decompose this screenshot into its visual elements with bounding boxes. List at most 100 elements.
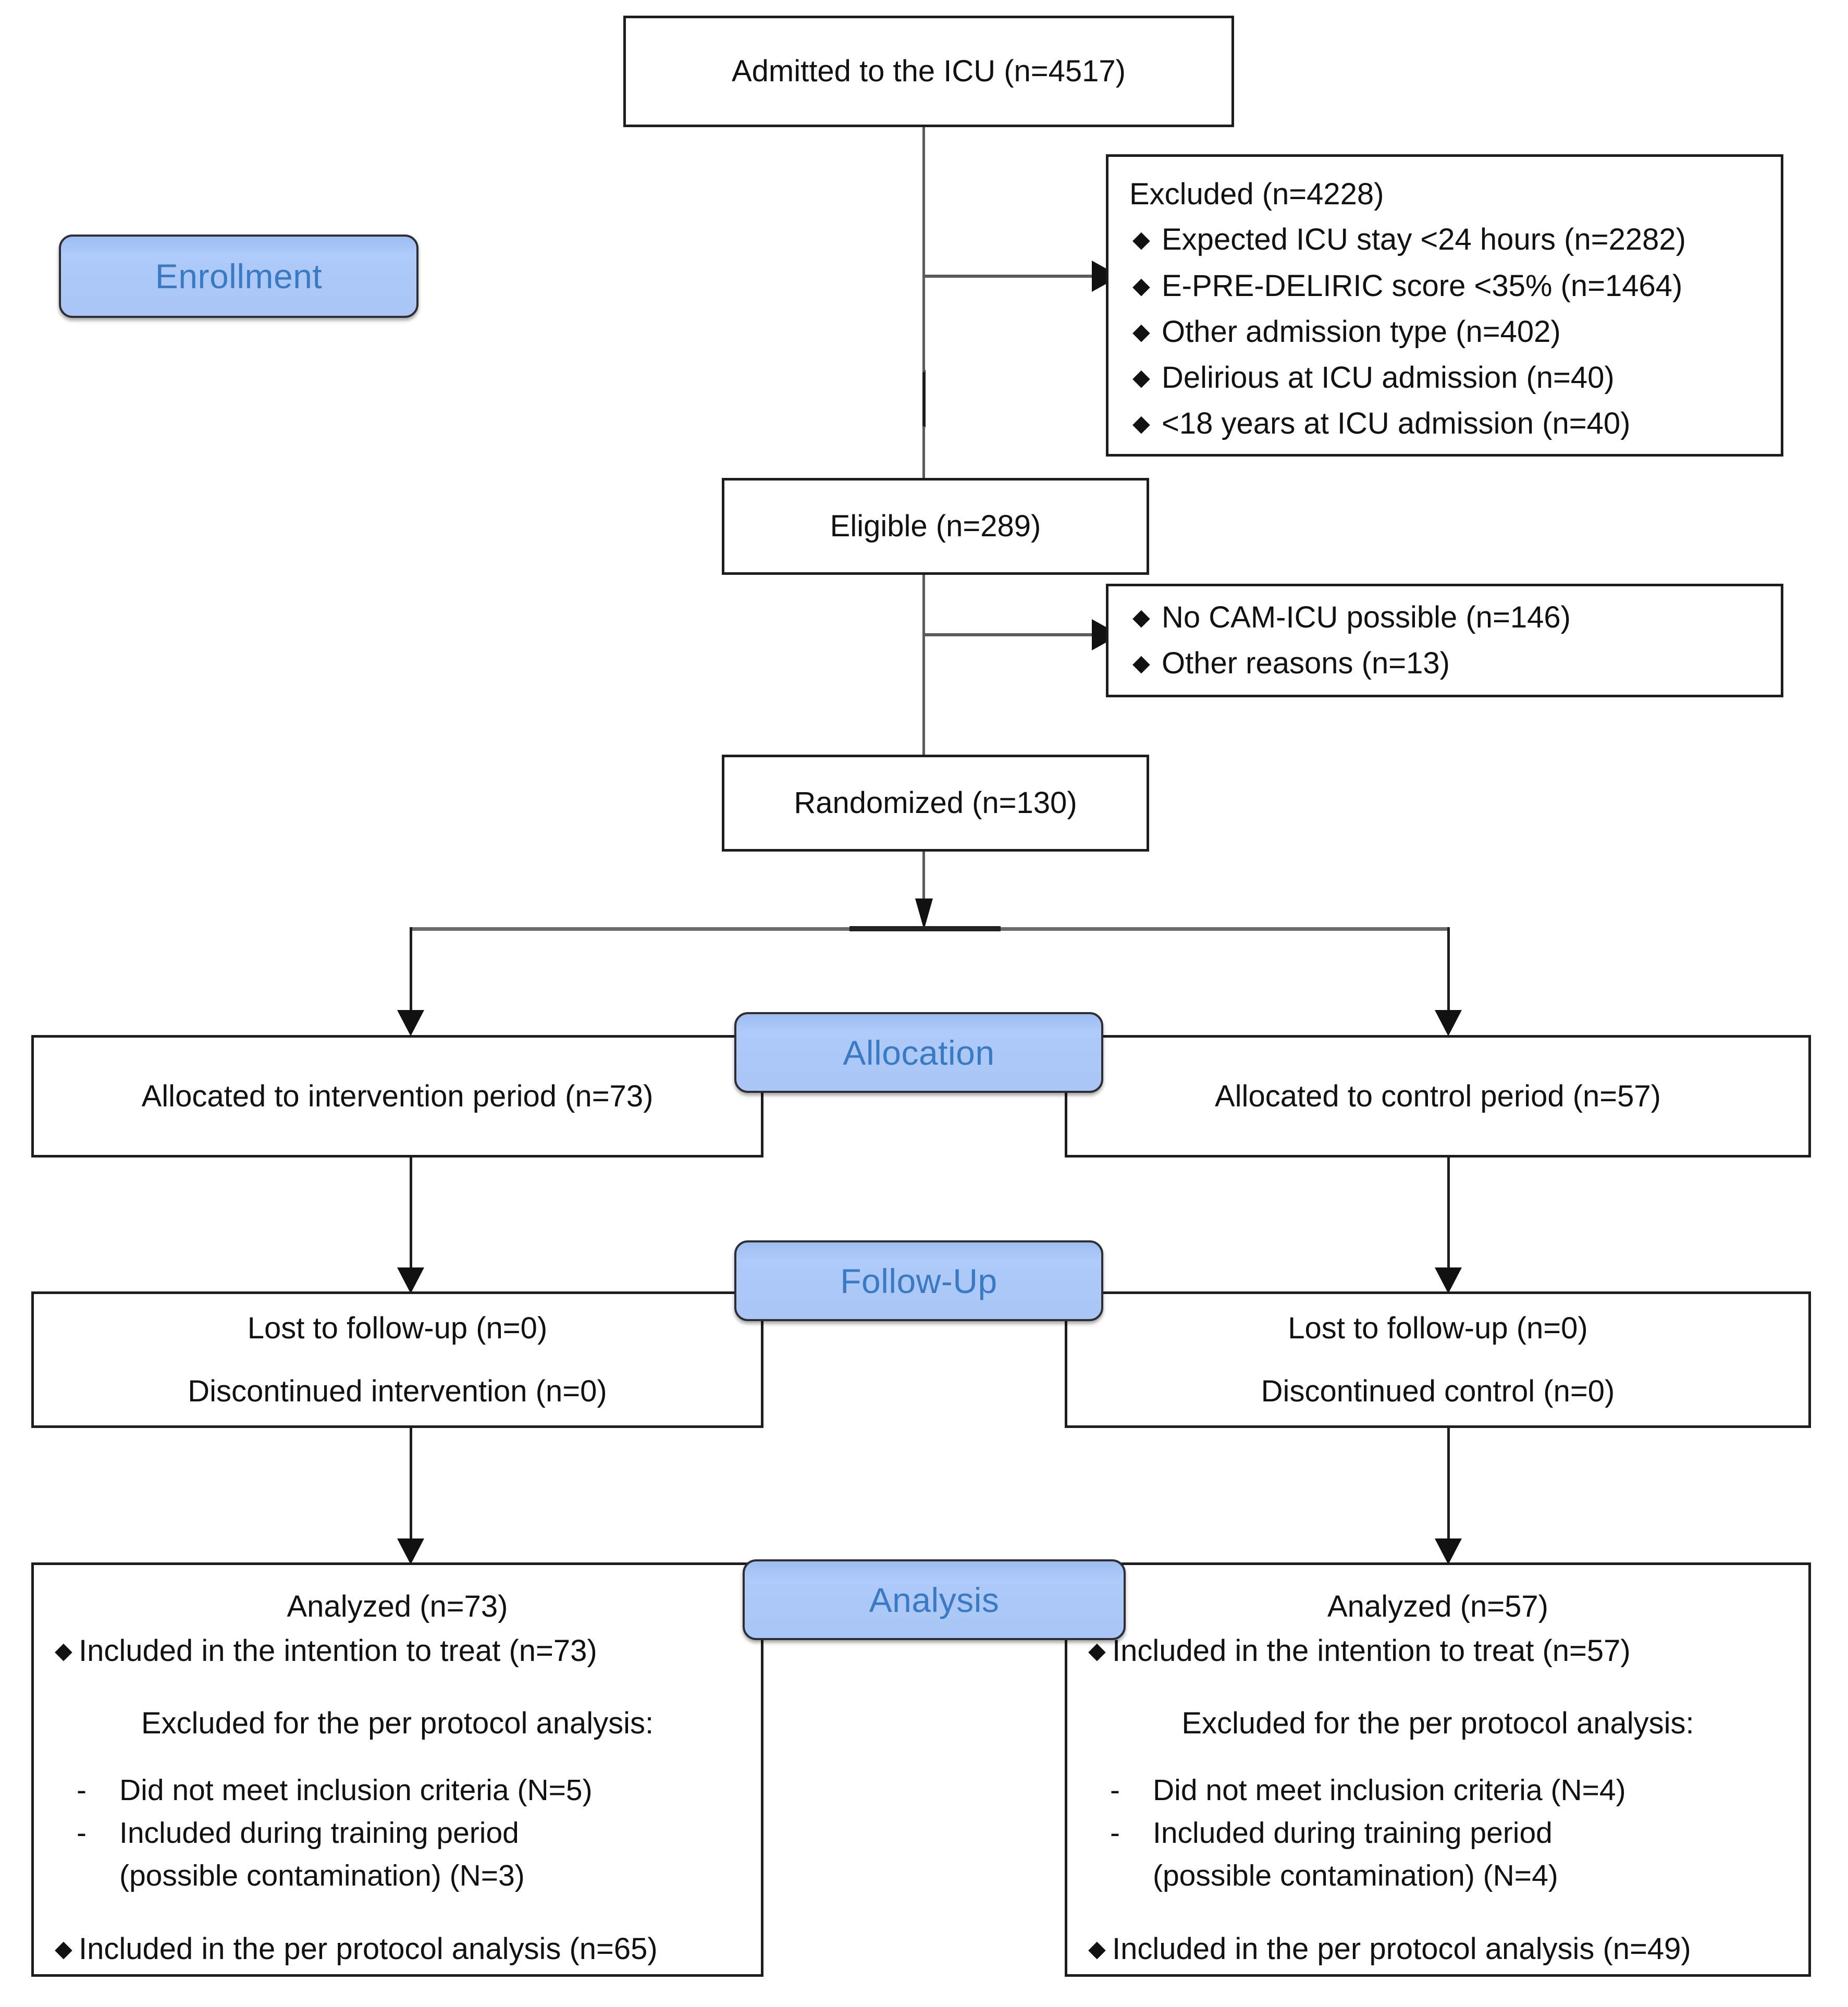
list-item: -Did not meet inclusion criteria (N=5) xyxy=(52,1769,743,1812)
diamond-bullet-icon: ◆ xyxy=(1132,227,1150,253)
connector-trunk-midsegment xyxy=(922,370,926,427)
followup-left-line2: Discontinued intervention (n=0) xyxy=(188,1374,607,1408)
connector-branch-to-not-randomized xyxy=(922,633,1100,636)
not-randomized-items-list: ◆No CAM-ICU possible (n=146) ◆ Other reas… xyxy=(1129,595,1760,686)
diamond-bullet-icon: ◆ xyxy=(1132,318,1150,344)
split-bar-center-emphasis xyxy=(849,926,1001,931)
list-item: ◆ Included in the per protocol analysis … xyxy=(1085,1926,1791,1972)
followup-left-line1: Lost to follow-up (n=0) xyxy=(247,1311,548,1345)
connector-split-right-down xyxy=(1447,927,1450,1021)
connector-admitted-to-eligible xyxy=(922,127,925,216)
analysis-left-pp-label: Included in the per protocol analysis (n… xyxy=(79,1932,658,1966)
connector-right-alloc-to-followup xyxy=(1447,1158,1450,1277)
analysis-left-excluded-item: Did not meet inclusion criteria (N=5) xyxy=(119,1773,593,1807)
list-item: ◆ <18 years at ICU admission (n=40) xyxy=(1129,401,1760,447)
analysis-right-box: Analyzed (n=57) ◆ Included in the intent… xyxy=(1065,1562,1811,1977)
list-item: ◆ Included in the per protocol analysis … xyxy=(52,1926,743,1972)
diamond-bullet-icon: ◆ xyxy=(1132,650,1150,676)
diamond-bullet-icon: ◆ xyxy=(1132,411,1150,437)
analysis-left-excluded-heading: Excluded for the per protocol analysis: xyxy=(141,1706,654,1740)
analysis-right-excluded-item: Included during training period xyxy=(1153,1816,1553,1850)
excluded-item-label: E-PRE-DELIRIC score <35% (n=1464) xyxy=(1162,268,1683,303)
dash-bullet-icon: - xyxy=(1110,1773,1120,1807)
stage-pill-enrollment-label: Enrollment xyxy=(155,257,323,295)
connector-branch-to-excluded xyxy=(922,275,1100,278)
diamond-bullet-icon: ◆ xyxy=(55,1638,72,1664)
analysis-right-itt-list: ◆ Included in the intention to treat (n=… xyxy=(1085,1628,1791,1674)
dash-bullet-icon: - xyxy=(1110,1816,1120,1850)
followup-right-line2: Discontinued control (n=0) xyxy=(1261,1374,1615,1408)
excluded-item-label: Expected ICU stay <24 hours (n=2282) xyxy=(1162,223,1686,257)
connector-trunk-to-eligible-top xyxy=(922,426,925,478)
connector-left-alloc-to-followup xyxy=(410,1158,412,1277)
allocation-left-label: Allocated to intervention period (n=73) xyxy=(141,1079,654,1113)
excluded-item-label: <18 years at ICU admission (n=40) xyxy=(1162,407,1631,441)
followup-right-box: Lost to follow-up (n=0) Discontinued con… xyxy=(1065,1291,1811,1428)
allocation-right-label: Allocated to control period (n=57) xyxy=(1214,1079,1661,1113)
arrowhead-to-right-followup xyxy=(1435,1267,1462,1294)
connector-trunk-lower xyxy=(922,216,925,372)
list-item: -Included during training period xyxy=(52,1812,743,1854)
analysis-left-excluded-item: (possible contamination) (N=3) xyxy=(119,1859,525,1893)
list-item: ◆No CAM-ICU possible (n=146) xyxy=(1129,595,1760,641)
diamond-bullet-icon: ◆ xyxy=(1132,273,1150,299)
dash-bullet-icon: - xyxy=(77,1816,87,1850)
diamond-bullet-icon: ◆ xyxy=(1088,1936,1106,1962)
stage-pill-analysis-label: Analysis xyxy=(869,1580,1000,1619)
stage-pill-allocation: Allocation xyxy=(734,1012,1103,1093)
dash-bullet-icon: - xyxy=(77,1773,87,1807)
arrowhead-into-split-bar xyxy=(915,898,933,930)
followup-left-box: Lost to follow-up (n=0) Discontinued int… xyxy=(31,1291,763,1428)
connector-eligible-to-randomized xyxy=(922,575,925,755)
stage-pill-enrollment: Enrollment xyxy=(59,235,418,318)
excluded-items-list: ◆ Expected ICU stay <24 hours (n=2282) ◆ E… xyxy=(1129,217,1760,447)
list-item: (possible contamination) (N=3) xyxy=(52,1854,743,1897)
analysis-left-excluded-list: -Did not meet inclusion criteria (N=5) -… xyxy=(52,1769,743,1897)
analysis-left-itt-list: ◆ Included in the intention to treat (n=… xyxy=(52,1628,743,1674)
diamond-bullet-icon: ◆ xyxy=(55,1936,72,1962)
analysis-right-excluded-heading: Excluded for the per protocol analysis: xyxy=(1181,1706,1694,1740)
arrowhead-to-left-followup xyxy=(397,1267,424,1294)
list-item: ◆ E-PRE-DELIRIC score <35% (n=1464) xyxy=(1129,263,1760,309)
connector-split-left-down xyxy=(410,927,412,1021)
node-randomized-label: Randomized (n=130) xyxy=(794,786,1077,820)
list-item: ◆ Expected ICU stay <24 hours (n=2282) xyxy=(1129,217,1760,263)
stage-pill-followup-label: Follow-Up xyxy=(840,1261,997,1300)
list-item: ◆ Included in the intention to treat (n=… xyxy=(1085,1628,1791,1674)
node-admitted-box: Admitted to the ICU (n=4517) xyxy=(623,16,1234,127)
list-item: -Did not meet inclusion criteria (N=4) xyxy=(1085,1769,1791,1812)
list-item: -Included during training period xyxy=(1085,1812,1791,1854)
analysis-left-pp-list: ◆ Included in the per protocol analysis … xyxy=(52,1926,743,1972)
excluded-heading: Excluded (n=4228) xyxy=(1129,177,1384,211)
analysis-left-itt-label: Included in the intention to treat (n=73… xyxy=(79,1634,597,1668)
analysis-left-excluded-item: Included during training period xyxy=(119,1816,519,1850)
diamond-bullet-icon: ◆ xyxy=(1132,604,1150,630)
list-item: ◆ Other reasons (n=13) xyxy=(1129,641,1760,686)
analysis-right-itt-label: Included in the intention to treat (n=57… xyxy=(1112,1634,1631,1668)
excluded-item-label: Other admission type (n=402) xyxy=(1162,314,1561,349)
connector-randomized-to-split xyxy=(922,852,925,906)
node-randomized-box: Randomized (n=130) xyxy=(722,755,1149,852)
connector-right-followup-to-analysis xyxy=(1447,1428,1450,1548)
diamond-bullet-icon: ◆ xyxy=(1088,1638,1106,1664)
stage-pill-followup: Follow-Up xyxy=(734,1240,1103,1321)
node-eligible-label: Eligible (n=289) xyxy=(830,509,1041,544)
list-item: (possible contamination) (N=4) xyxy=(1085,1854,1791,1897)
excluded-item-label: Delirious at ICU admission (n=40) xyxy=(1162,360,1615,395)
stage-pill-analysis: Analysis xyxy=(743,1559,1126,1640)
allocation-right-box: Allocated to control period (n=57) xyxy=(1065,1035,1811,1158)
list-item: ◆ Delirious at ICU admission (n=40) xyxy=(1129,355,1760,401)
diamond-bullet-icon: ◆ xyxy=(1132,364,1150,390)
not-randomized-box: ◆No CAM-ICU possible (n=146) ◆ Other reas… xyxy=(1106,584,1783,697)
arrowhead-to-left-allocation xyxy=(397,1010,424,1036)
list-item: ◆ Other admission type (n=402) xyxy=(1129,309,1760,355)
arrowhead-to-right-analysis xyxy=(1435,1538,1462,1565)
analysis-left-title: Analyzed (n=73) xyxy=(287,1590,508,1623)
allocation-left-box: Allocated to intervention period (n=73) xyxy=(31,1035,763,1158)
node-eligible-box: Eligible (n=289) xyxy=(722,478,1149,575)
followup-right-line1: Lost to follow-up (n=0) xyxy=(1288,1311,1588,1345)
not-randomized-item-label: Other reasons (n=13) xyxy=(1162,646,1450,680)
list-item: ◆ Included in the intention to treat (n=… xyxy=(52,1628,743,1674)
analysis-right-pp-label: Included in the per protocol analysis (n… xyxy=(1112,1932,1691,1966)
